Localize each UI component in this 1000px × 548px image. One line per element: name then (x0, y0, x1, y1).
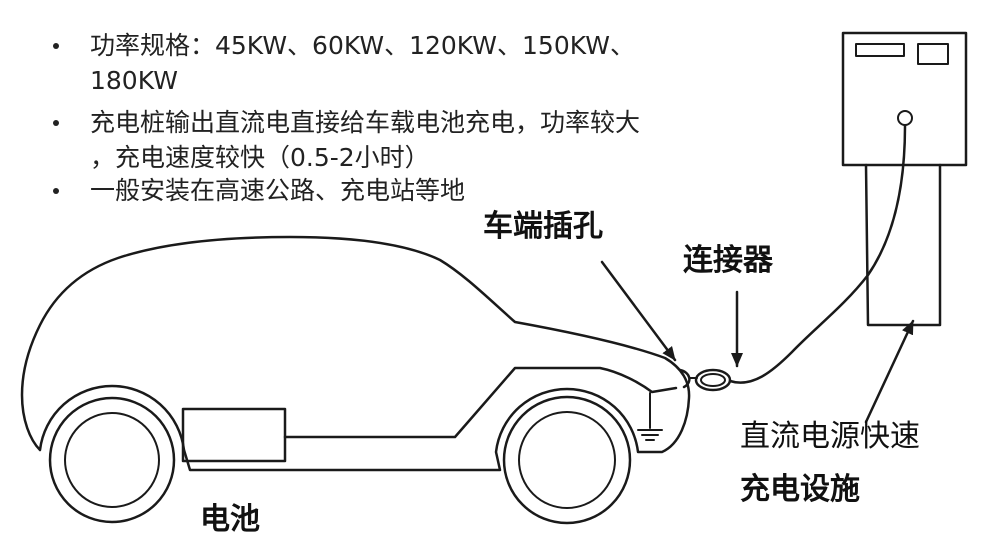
front-wheel (502, 395, 632, 525)
car-body-outline (20, 235, 691, 472)
connector-inner-ring (700, 373, 726, 387)
bullet-dot (53, 120, 59, 126)
front-rim (518, 411, 616, 509)
charging-connector (694, 368, 732, 392)
charger-display (917, 43, 949, 65)
car-port-label: 车端插孔 (483, 209, 603, 244)
bullet-power-spec: 功率规格：45KW、60KW、120KW、150KW、 180KW (53, 28, 635, 98)
charger-pedestal (864, 163, 942, 327)
onboard-dc-wiring (283, 366, 678, 439)
charging-cable (728, 124, 907, 384)
rear-wheel (48, 396, 176, 524)
charger-label-line-1: 直流电源快速 (740, 419, 920, 454)
charger-label-line-2: 充电设施 (740, 472, 860, 507)
battery-label: 电池 (200, 502, 260, 537)
connector-label: 连接器 (683, 243, 773, 278)
rear-rim (64, 412, 160, 508)
car-charging-port (678, 368, 691, 389)
bullet-text: 功率规格：45KW、60KW、120KW、150KW、 (90, 31, 635, 60)
bullet-dot (53, 188, 59, 194)
front-tire (502, 395, 632, 525)
charger-cabinet (841, 31, 968, 167)
bullet-text: 180KW (90, 66, 178, 95)
charger-slot (855, 43, 905, 57)
ground-symbol (637, 392, 663, 441)
charger-outlet (897, 110, 913, 126)
arrow-to-charger (864, 319, 915, 424)
bullet-text: 充电桩输出直流电直接给车载电池充电，功率较大 (90, 108, 641, 137)
bullet-text: ，充电速度较快（0.5-2小时） (90, 143, 430, 172)
arrow-to-car-port (600, 260, 677, 362)
bullet-dot (53, 43, 59, 49)
bullet-installation: 一般安装在高速公路、充电站等地 (53, 173, 466, 208)
rear-tire (48, 396, 176, 524)
bullet-dc-output: 充电桩输出直流电直接给车载电池充电，功率较大 ，充电速度较快（0.5-2小时） (53, 105, 641, 175)
bullet-text: 一般安装在高速公路、充电站等地 (90, 176, 466, 205)
battery-box (181, 407, 287, 463)
